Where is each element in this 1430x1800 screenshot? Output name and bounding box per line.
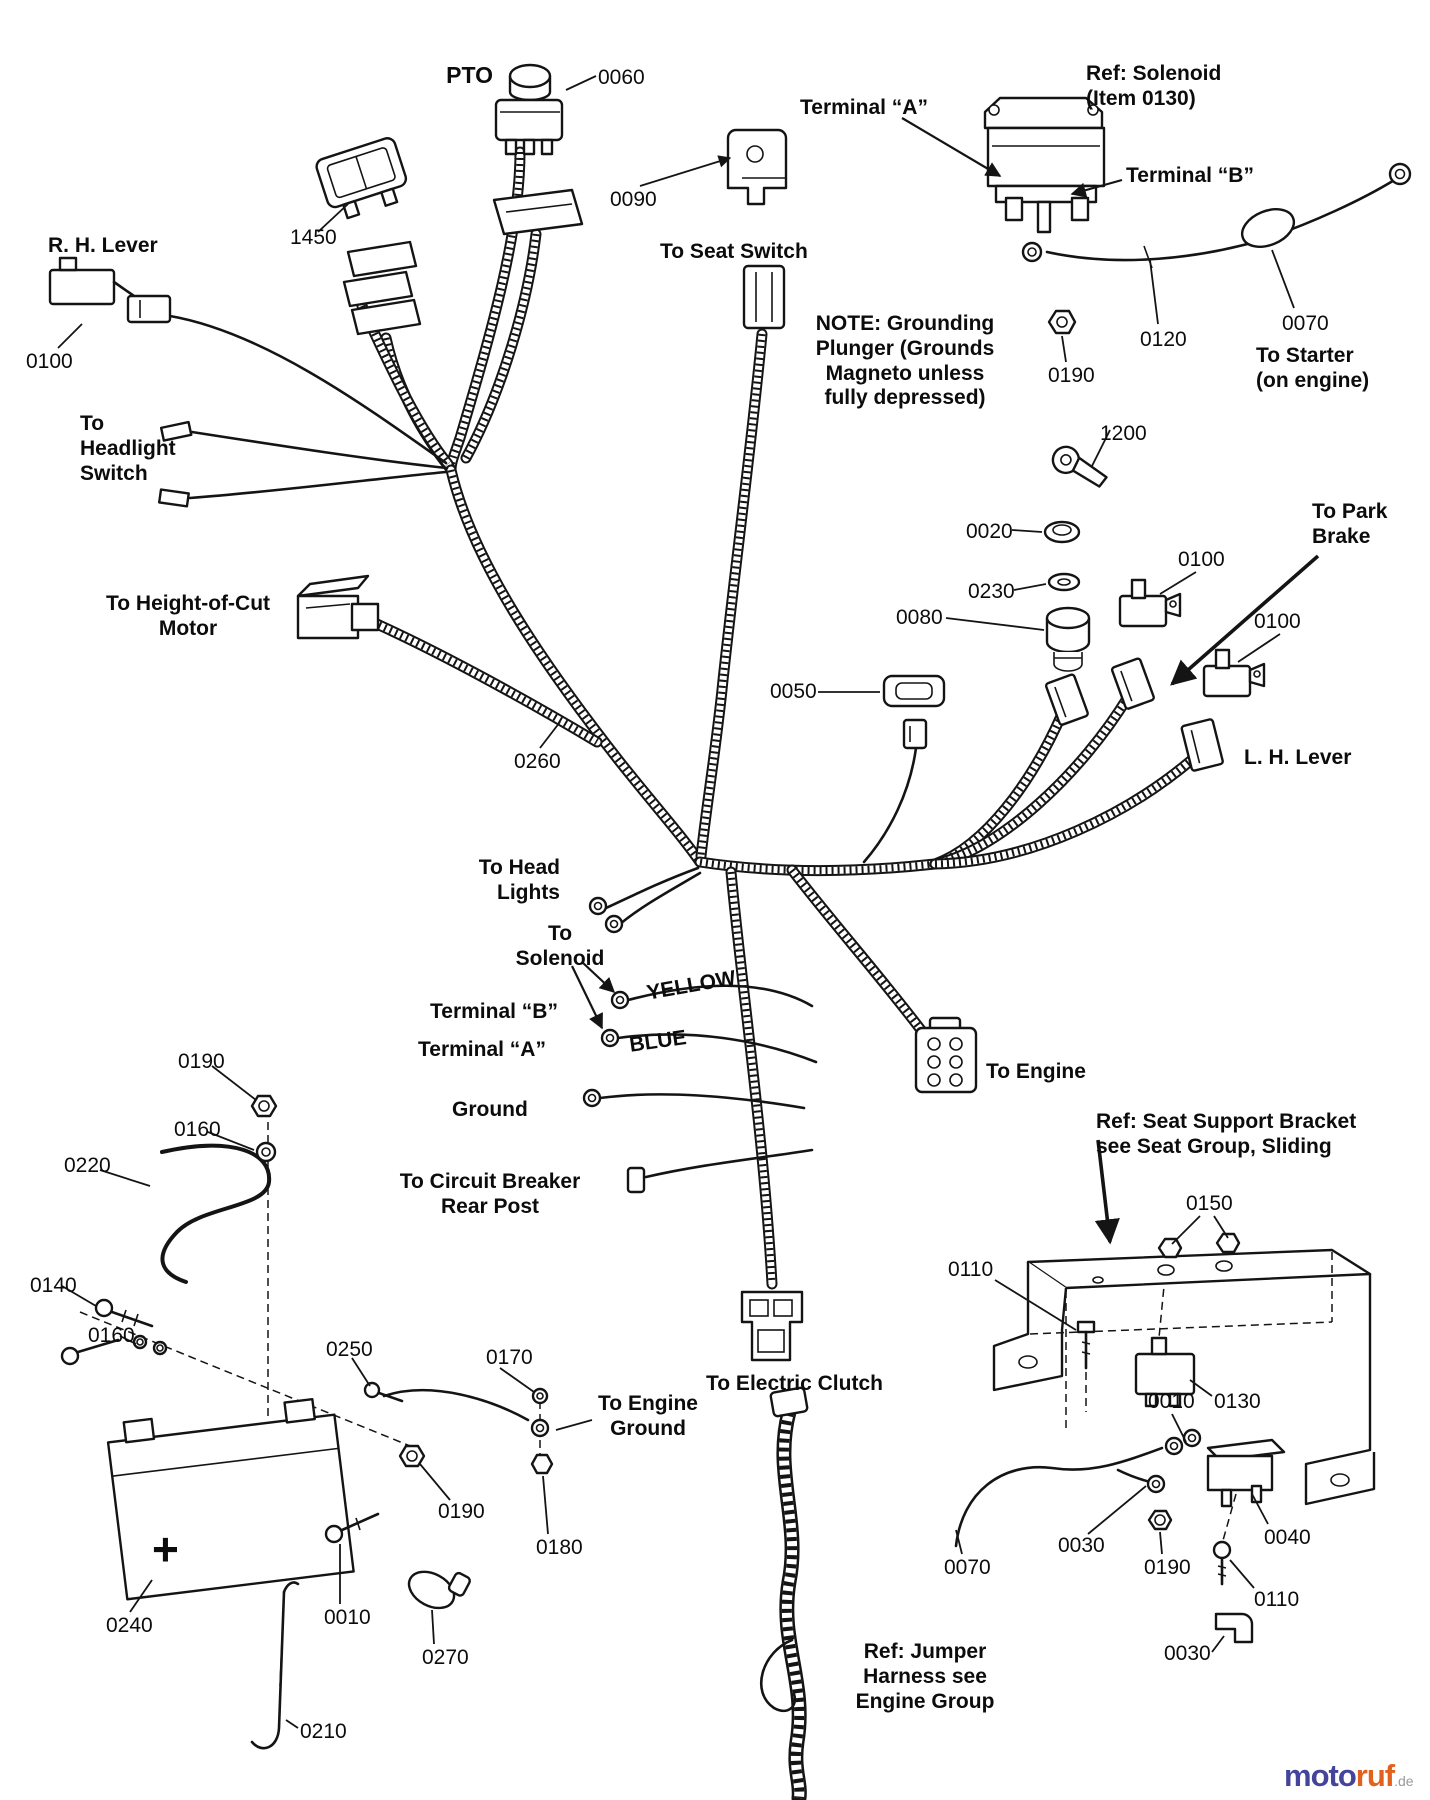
battery-plus-symbol: + [152,1523,179,1575]
callout-0120: 0120 [1140,328,1187,351]
label-terminal-a-solenoid: Terminal “A” [800,96,928,119]
key-drawing [1051,445,1108,488]
callout-0070-battery-cable: 0070 [944,1556,991,1579]
callout-arrows [571,117,1320,1245]
label-to-park-brake: To Park Brake [1312,500,1388,548]
callout-0020: 0020 [966,520,1013,543]
callout-0190-battery-rod: 0190 [178,1050,225,1073]
label-ground: Ground [452,1098,528,1121]
callout-0150: 0150 [1186,1192,1233,1215]
lh-lever-switch-drawing [1202,648,1266,698]
headlight-spade-connectors-drawing [158,420,193,508]
callout-0090: 0090 [610,188,657,211]
label-to-height-of-cut-motor: To Height-of-Cut Motor [105,592,271,640]
ignition-switch-parts-drawing [1043,520,1091,672]
label-rh-lever: R. H. Lever [48,234,158,257]
jumper-harness-drawing [759,1386,809,1798]
label-terminal-b-solenoid: Terminal “B” [1126,164,1254,187]
callout-0160-washer: 0160 [174,1118,221,1141]
callout-0050: 0050 [770,680,817,703]
battery-hardware-drawing [60,1094,554,1750]
callout-0100-park-brake: 0100 [1178,548,1225,571]
callout-0030-ring: 0030 [1058,1534,1105,1557]
seat-switch-drawing [726,128,788,206]
label-to-head-lights: To Head Lights [478,856,560,904]
logo-part-moto: moto [1284,1758,1357,1793]
callout-0140: 0140 [30,1274,77,1297]
seat-safety-switch-drawing [1134,1336,1196,1408]
callout-0220: 0220 [64,1154,111,1177]
circuit-breaker-area-drawing [1146,1428,1286,1644]
label-yellow-wire: YELLOW [645,966,738,1005]
callout-0100-rh-lever: 0100 [26,350,73,373]
label-to-solenoid: To Solenoid [515,922,605,970]
connector-0050-drawing [882,674,946,750]
seat-switch-connector-drawing [742,264,786,330]
leader-lines [57,75,1295,1729]
electric-clutch-connector-drawing [740,1290,804,1362]
battery-drawing [106,1398,355,1601]
label-to-engine-ground: To Engine Ground [598,1392,698,1440]
callout-0110-bracket: 0110 [948,1258,994,1281]
fan-connectors-drawing [1044,657,1224,772]
logo-part-ruf: ruf [1355,1758,1395,1793]
label-terminal-b: Terminal “B” [430,1000,558,1023]
label-note-grounding: NOTE: Grounding Plunger (Grounds Magneto… [815,312,995,410]
harness-connector-top-drawing [492,188,584,236]
callout-0170: 0170 [486,1346,533,1369]
callout-0250: 0250 [326,1338,373,1361]
callout-0270: 0270 [422,1646,469,1669]
callout-0260: 0260 [514,750,561,773]
callout-0060: 0060 [598,66,645,89]
callout-0070-starter: 0070 [1282,312,1329,335]
callout-0040: 0040 [1264,1526,1311,1549]
callout-0190-terminal: 0190 [438,1500,485,1523]
solenoid-drawing [983,96,1106,234]
callout-0010-seat: 0010 [1148,1390,1195,1413]
callout-1450: 1450 [290,226,337,249]
label-ref-solenoid: Ref: Solenoid (Item 0130) [1086,62,1222,110]
label-to-circuit-breaker: To Circuit Breaker Rear Post [399,1170,581,1218]
thin-wires [160,177,1398,1548]
callout-0190-solenoid: 0190 [1048,364,1095,387]
engine-connector-drawing [914,1016,978,1094]
site-logo[interactable]: motoruf.de [1284,1758,1414,1794]
callout-0010-battery: 0010 [324,1606,371,1629]
callout-0190-seat: 0190 [1144,1556,1191,1579]
callout-0230: 0230 [968,580,1015,603]
label-to-starter: To Starter (on engine) [1256,344,1370,392]
connector-stack-drawing [342,240,422,336]
seat-support-bracket-drawing [992,1232,1376,1506]
callout-0030-elbow: 0030 [1164,1642,1211,1665]
logo-part-de: .de [1394,1773,1414,1789]
callout-0240: 0240 [106,1614,153,1637]
label-terminal-a: Terminal “A” [418,1038,546,1061]
pto-switch-drawing [494,63,564,156]
height-of-cut-connector-drawing [296,574,380,640]
label-pto: PTO [446,62,493,88]
label-to-seat-switch: To Seat Switch [660,240,808,263]
label-lh-lever: L. H. Lever [1244,746,1352,769]
label-ref-jumper-harness: Ref: Jumper Harness see Engine Group [855,1640,995,1713]
callout-0110-breaker: 0110 [1254,1588,1300,1611]
callout-0100-lh-lever: 0100 [1254,610,1301,633]
ring-terminals-drawing [582,896,646,1194]
callout-0080: 0080 [896,606,943,629]
label-ref-seat-bracket: Ref: Seat Support Bracket see Seat Group… [1096,1110,1357,1158]
callout-0160-bolt: 0160 [88,1324,135,1347]
callout-0180: 0180 [536,1536,583,1559]
label-to-engine: To Engine [986,1060,1086,1083]
label-to-headlight-switch: To Headlight Switch [80,412,176,485]
rh-lever-switch-drawing [48,256,172,324]
park-brake-switch-drawing [1118,578,1182,628]
nut-0190-solenoid-drawing [1047,309,1077,335]
label-blue-wire: BLUE [628,1026,688,1057]
callout-0210: 0210 [300,1720,347,1743]
label-to-electric-clutch: To Electric Clutch [706,1372,883,1395]
callout-0130: 0130 [1214,1390,1261,1413]
callout-1200: 1200 [1100,422,1147,445]
